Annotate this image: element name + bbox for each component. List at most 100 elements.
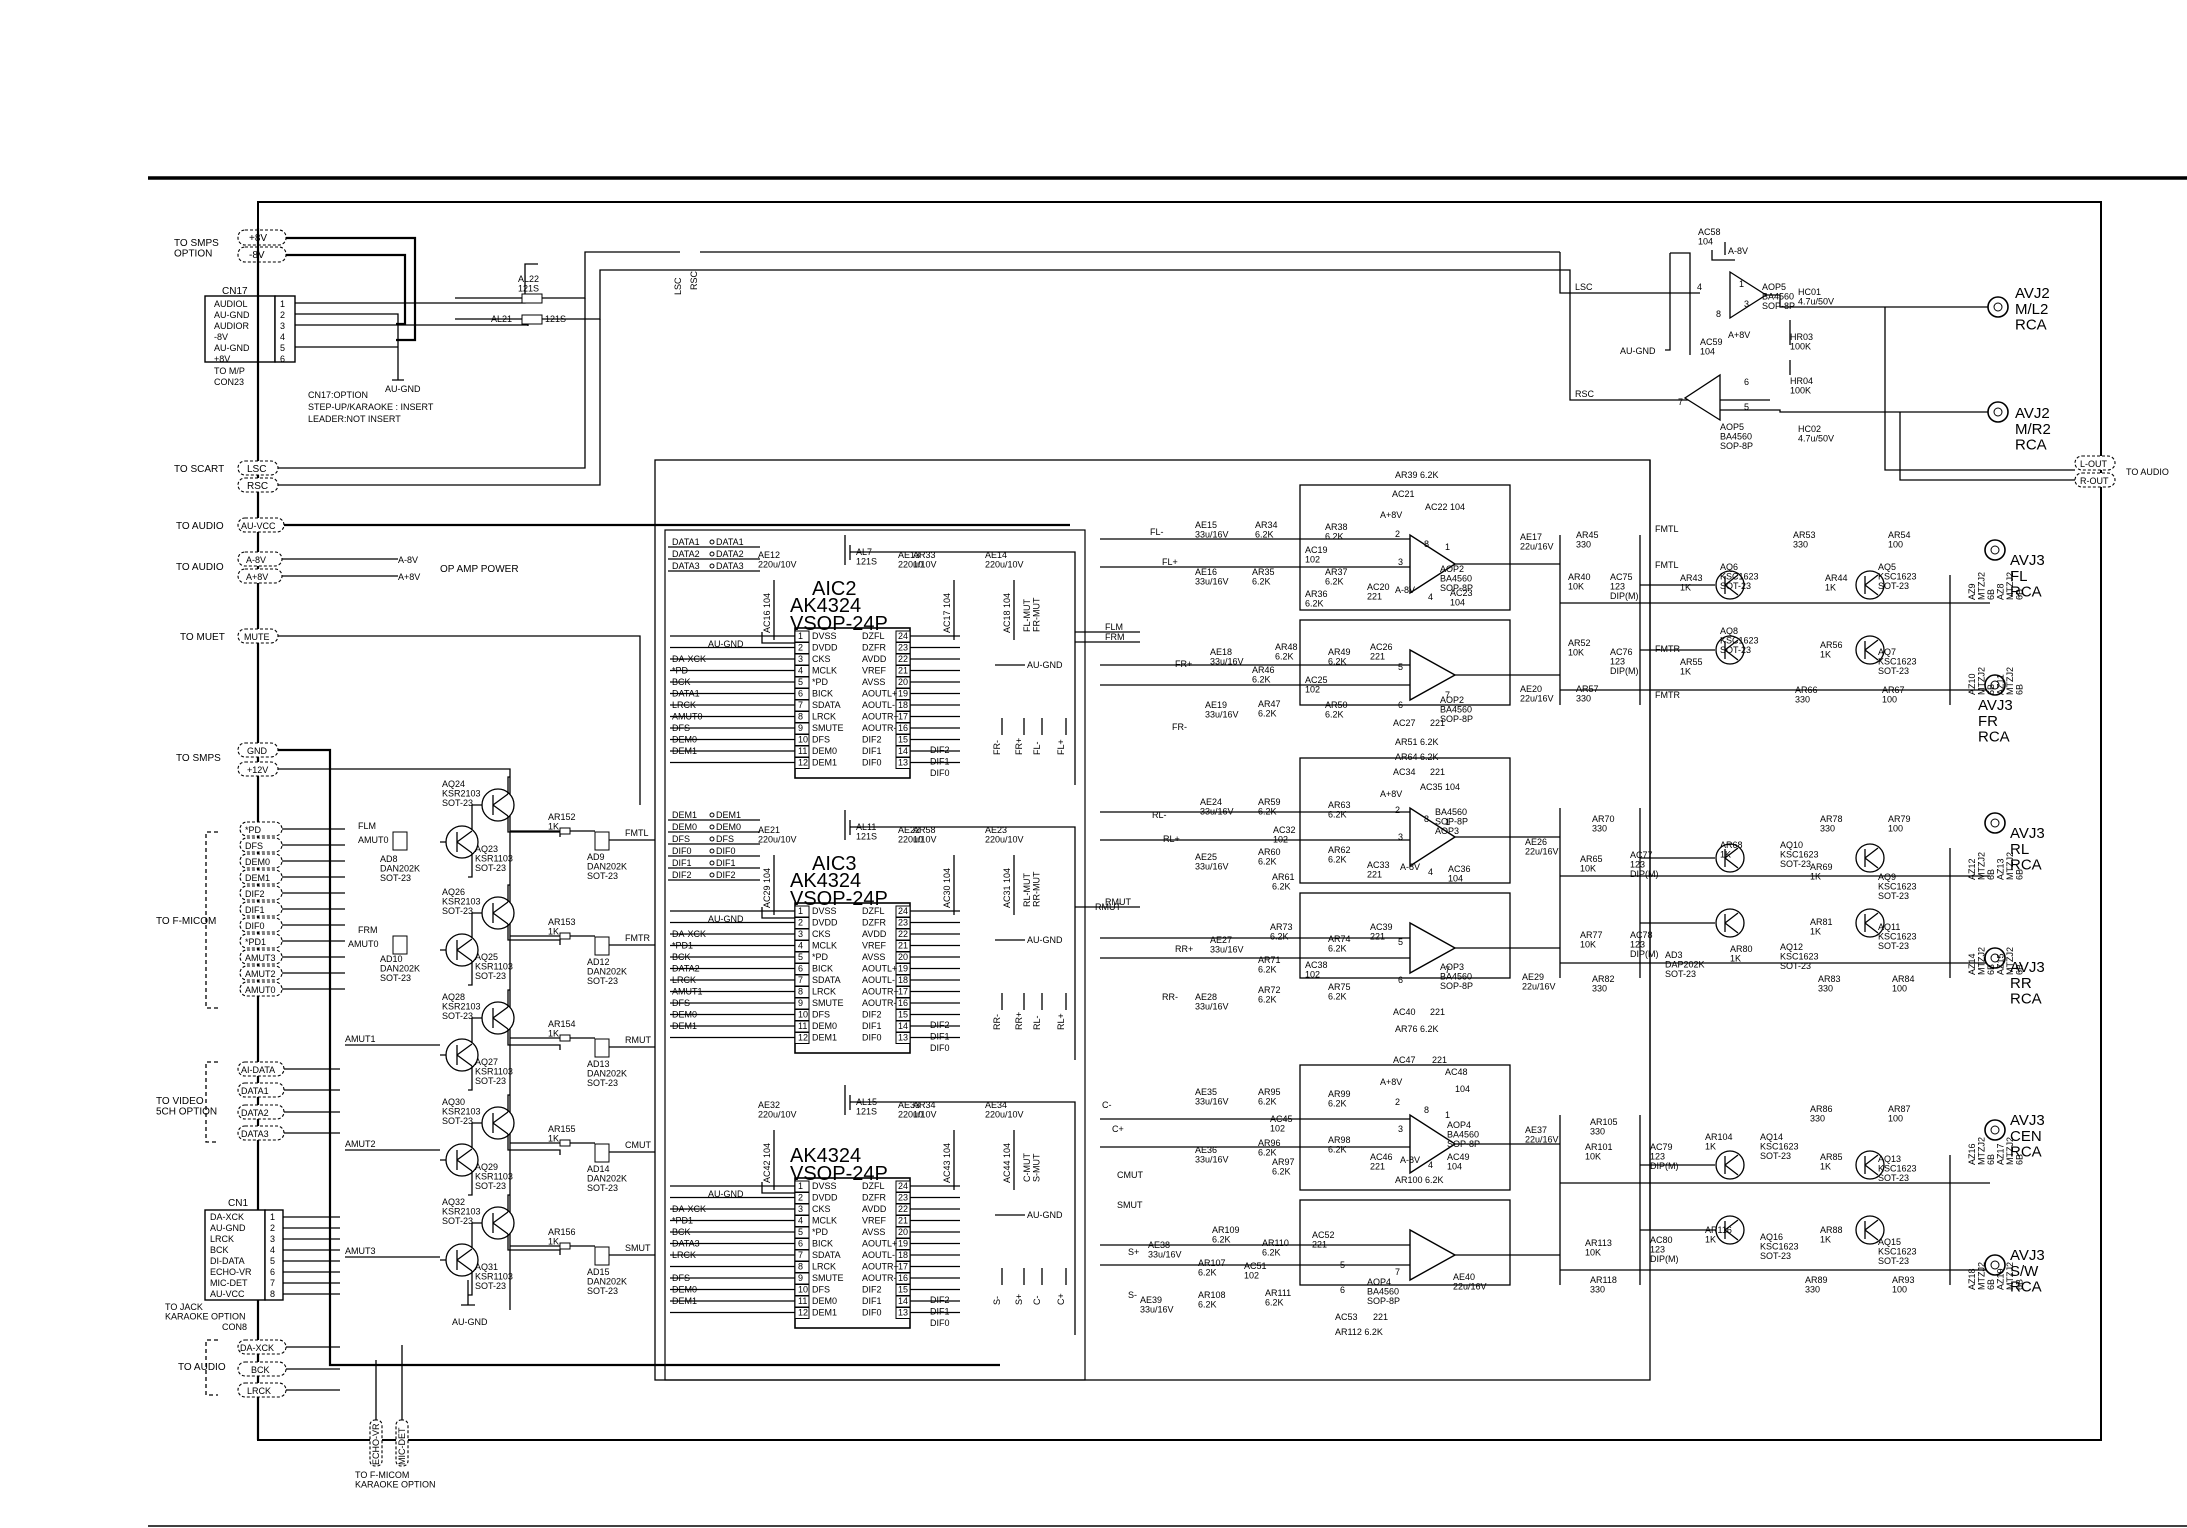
- fl-fr-fmtl: FMTL: [1655, 524, 1679, 534]
- dac3-sig-in: LRCK: [672, 1250, 696, 1260]
- dac2-pin-name: DZFR: [862, 918, 886, 928]
- scart-pin-rsc: RSC: [247, 481, 268, 492]
- dac2-pin-name: DVDD: [812, 918, 838, 928]
- dac2-pin-name: SDATA: [812, 975, 841, 985]
- dac1-sig-in: DA-XCK: [672, 654, 706, 664]
- dac2-pin-num: 18: [898, 975, 908, 985]
- cn1-pin-number: 4: [270, 1245, 275, 1255]
- fl_fr-transistor: [1715, 635, 1745, 665]
- c-sw-s-plus: S+: [1128, 1247, 1139, 1257]
- dac3-pin-num: 15: [898, 1285, 908, 1295]
- fl-fr-fmtr2: FMTR: [1655, 690, 1680, 700]
- dac2-bus-out: DIF2: [716, 870, 736, 880]
- rl-rr-a8vn: A-8V: [1400, 862, 1420, 872]
- dac1-dif-out: DIF1: [930, 757, 950, 767]
- dac3-gnd: AU-GND: [708, 1189, 744, 1199]
- amut1-label: AMUT1: [345, 1034, 376, 1044]
- c-sw-p5: 5: [1340, 1260, 1345, 1270]
- rl-rr-a8v: A+8V: [1380, 789, 1402, 799]
- dac2-sig-in: AMUT1: [672, 987, 703, 997]
- cn17-pin-number: 4: [280, 332, 285, 342]
- dac1-pin-name: DZFR: [862, 643, 886, 653]
- dac2-sig-in: LRCK: [672, 975, 696, 985]
- dac3-dif-out: DIF1: [930, 1307, 950, 1317]
- dac1-pin-name: AOUTR-: [862, 723, 897, 733]
- dac3-sig-in: DEM0: [672, 1285, 697, 1295]
- dac3-sig-in: BCK: [672, 1227, 691, 1237]
- dac1-pin-name: AOUTL-: [862, 700, 895, 710]
- mute-gnd: AU-GND: [452, 1317, 488, 1327]
- dac1-pin-num: 24: [898, 631, 908, 641]
- cn1-pin-number: 7: [270, 1278, 275, 1288]
- c-sw-ac47v: 221: [1432, 1055, 1447, 1065]
- dac2-pin-num: 11: [798, 1021, 807, 1031]
- dac1-bus-in: DATA3: [672, 561, 700, 571]
- stereo-augnd: AU-GND: [1620, 346, 1656, 356]
- rl-rr-rl-plus: RL+: [1163, 834, 1180, 844]
- c-sw-ac53v: 221: [1373, 1312, 1388, 1322]
- micom-title: TO F-MICOM: [156, 916, 216, 927]
- cn17-pin-number: 6: [280, 354, 285, 364]
- zener-label: AZ14MTZJ26BAZ15MTZJ26B: [1967, 947, 2025, 975]
- dac1-ref: AIC2: [812, 578, 856, 600]
- dac1-pin-num: 22: [898, 654, 908, 664]
- dac2-gnd: AU-GND: [708, 914, 744, 924]
- micom-pin: *PD1: [245, 937, 266, 947]
- c-sw-a8vn: A-8V: [1400, 1155, 1420, 1165]
- frm-label: FRM: [358, 925, 378, 935]
- micom-pin: AMUT0: [245, 985, 276, 995]
- dac2-bus-in: DEM0: [672, 822, 697, 832]
- dac3-sig-in: DFS: [672, 1273, 690, 1283]
- dac1-vcap: AC16 104: [762, 593, 772, 633]
- cn17-pin-label: AUDIOR: [214, 321, 250, 331]
- dac3-pin-num: 7: [798, 1250, 803, 1260]
- fl-fr-p5: 5: [1398, 662, 1403, 672]
- zener-label: AZ10MTZJ26BAZ11MTZJ26B: [1967, 667, 2025, 695]
- fl-fr-fl-plus: FL+: [1162, 557, 1178, 567]
- dac2-pin-name: AOUTR+: [862, 987, 899, 997]
- dac3-pin-name: DFS: [812, 1285, 830, 1295]
- dac3-pin-num: 22: [898, 1204, 908, 1214]
- mute-diode-out: FMTL: [625, 828, 649, 838]
- dac2-pin-num: 23: [898, 918, 908, 928]
- dac1-bus-in: DATA2: [672, 549, 700, 559]
- cn17-ref: CN17: [222, 286, 248, 297]
- mute-diode-out: CMUT: [625, 1140, 651, 1150]
- audio-title-3: TO AUDIO: [178, 1362, 226, 1373]
- dac3-pin-name: DEM0: [812, 1296, 837, 1306]
- cn1-pin-label: AU-GND: [210, 1223, 246, 1233]
- dac2-vcap: AC30 104: [942, 868, 952, 908]
- dac2-sig-in: DFS: [672, 998, 690, 1008]
- dac2-bus-in: DIF0: [672, 846, 692, 856]
